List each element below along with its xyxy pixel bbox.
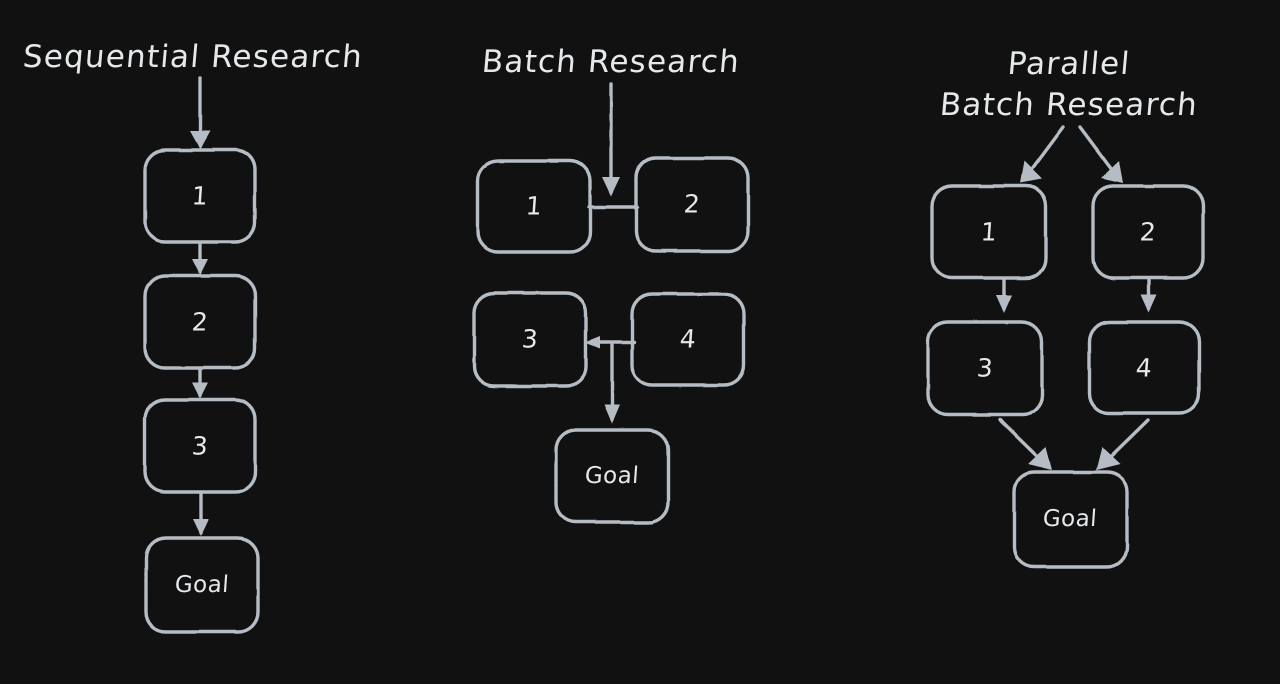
node-label-batch-2: 2 xyxy=(682,189,702,219)
title-parallel-batch-research-line2: Batch Research xyxy=(938,86,1200,123)
node-label-par-1: 1 xyxy=(979,217,999,247)
edge-par-3-to-goal xyxy=(998,418,1052,470)
title-batch-research: Batch Research xyxy=(480,43,742,80)
edge-par-2-to-4 xyxy=(1141,277,1157,313)
edge-par-title-to-2 xyxy=(1078,125,1123,183)
edge-par-4-to-goal xyxy=(1096,418,1150,470)
title-parallel-batch-research-line1: Parallel xyxy=(1006,45,1132,82)
edge-seq-1-to-2 xyxy=(192,241,208,275)
edge-batch-pair-to-goal xyxy=(604,342,620,424)
node-label-seq-2: 2 xyxy=(190,307,210,337)
node-label-seq-1: 1 xyxy=(190,181,210,211)
node-label-par-4: 4 xyxy=(1134,353,1154,383)
title-sequential-research: Sequential Research xyxy=(21,38,365,75)
node-label-batch-1: 1 xyxy=(524,191,544,221)
node-label-batch-goal: Goal xyxy=(583,463,641,489)
node-label-batch-4: 4 xyxy=(678,324,698,354)
edge-seq-3-to-goal xyxy=(193,491,209,536)
node-label-seq-goal: Goal xyxy=(173,572,231,598)
edge-batch-4-to-3 xyxy=(585,336,636,348)
node-label-par-3: 3 xyxy=(975,353,995,383)
edge-par-1-to-3 xyxy=(996,277,1012,313)
edge-par-title-to-1 xyxy=(1020,125,1065,183)
edge-seq-title-to-1 xyxy=(190,76,210,149)
node-label-par-2: 2 xyxy=(1138,217,1158,247)
edge-batch-title-to-pair xyxy=(602,82,620,196)
edge-seq-2-to-3 xyxy=(192,367,208,399)
node-label-batch-3: 3 xyxy=(520,324,540,354)
node-label-par-goal: Goal xyxy=(1041,506,1099,532)
node-label-seq-3: 3 xyxy=(190,431,210,461)
